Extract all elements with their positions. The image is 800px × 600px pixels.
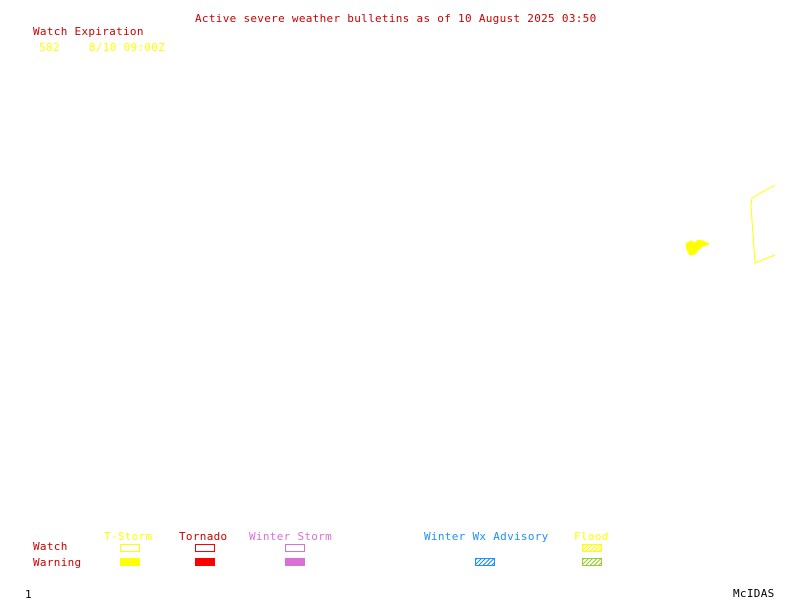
legend-tstorm-watch-swatch: [120, 544, 140, 552]
legend-tornado-label: Tornado: [179, 530, 228, 543]
bulletin-title: Active severe weather bulletins as of 10…: [195, 12, 597, 25]
watch-number: 582: [39, 41, 60, 54]
frame-number: 1: [25, 588, 32, 600]
legend-winter-advisory-label: Winter Wx Advisory: [424, 530, 549, 543]
legend-tstorm-warning-swatch: [120, 558, 140, 566]
legend-tstorm-label: T-Storm: [104, 530, 153, 543]
product-label: McIDAS: [733, 587, 775, 600]
watch-expiration-heading: Watch Expiration: [33, 25, 144, 38]
watch-expiration-time: 8/10 09:00Z: [89, 41, 166, 54]
warning-area-polygon: [685, 239, 711, 256]
legend-flood-warning-swatch: [582, 558, 602, 566]
legend-warning-label: Warning: [33, 556, 82, 569]
legend-flood-watch-swatch: [582, 544, 602, 552]
watch-area-outline: [750, 184, 776, 264]
legend-winter-storm-watch-swatch: [285, 544, 305, 552]
legend-flood-label: Flood: [574, 530, 609, 543]
legend-winter-storm-label: Winter Storm: [249, 530, 333, 543]
legend-tornado-warning-swatch: [195, 558, 215, 566]
legend-tornado-watch-swatch: [195, 544, 215, 552]
legend-watch-label: Watch: [33, 540, 68, 553]
legend-winter-storm-warning-swatch: [285, 558, 305, 566]
legend-winter-advisory-warning-swatch: [475, 558, 495, 566]
